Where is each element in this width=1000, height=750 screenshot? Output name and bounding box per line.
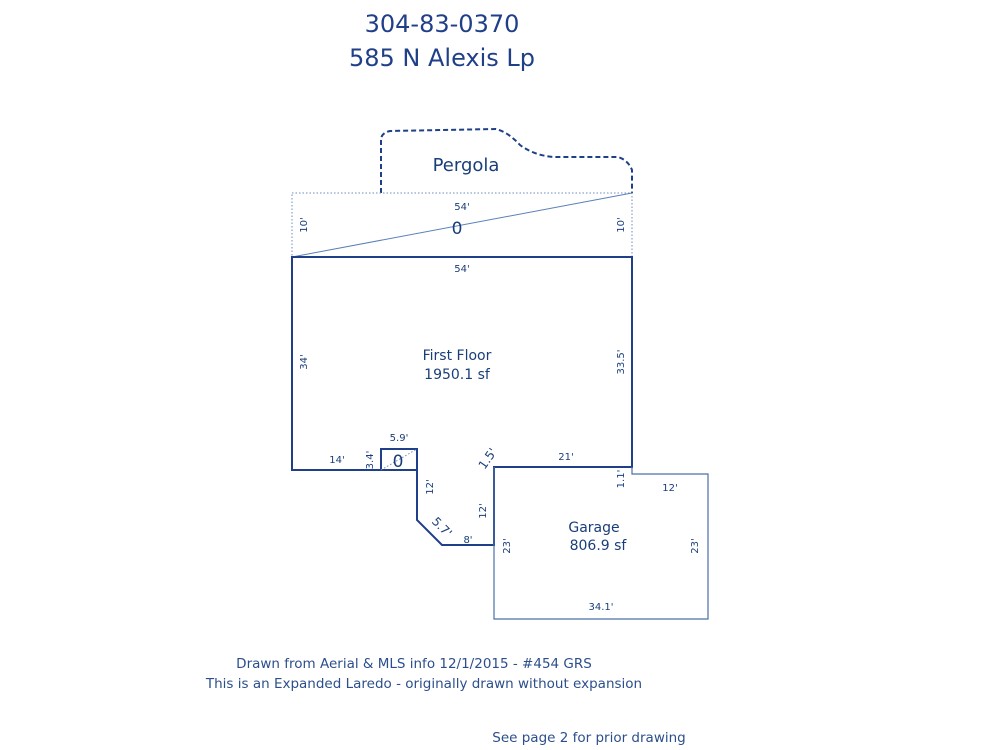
dim-jog-right: 12' (478, 503, 489, 518)
dim-garage-top-left: 21' (558, 452, 573, 463)
dim-jog-left: 12' (425, 479, 436, 494)
first-floor-name: First Floor (423, 348, 492, 364)
note-see-page: See page 2 for prior drawing (492, 730, 686, 746)
dim-patio-right: 10' (616, 217, 627, 232)
dim-garage-top-right: 12' (662, 483, 677, 494)
parcel-id: 304-83-0370 (365, 10, 520, 38)
dim-garage-right: 23' (690, 538, 701, 553)
patio-marker: 0 (452, 219, 463, 239)
dim-floor-right: 33.5' (616, 349, 627, 374)
patio-diagonal (291, 192, 633, 258)
dim-patio-left: 10' (299, 217, 310, 232)
dim-jog-bottom: 8' (463, 535, 472, 546)
dim-floor-left: 34' (299, 354, 310, 369)
note-drawn-from: Drawn from Aerial & MLS info 12/1/2015 -… (236, 656, 592, 672)
first-floor-outline (291, 256, 633, 546)
first-floor-area: 1950.1 sf (424, 367, 491, 383)
dim-garage-left: 23' (502, 538, 513, 553)
garage-area: 806.9 sf (570, 538, 628, 554)
garage-outline (493, 467, 709, 620)
dim-garage-notch: 1.1' (616, 470, 627, 489)
dim-porch-side: 3.4' (365, 451, 376, 470)
dim-garage-bottom: 34.1' (588, 602, 613, 613)
garage-name: Garage (568, 520, 619, 536)
pergola-label: Pergola (433, 155, 500, 176)
dim-floor-top: 54' (454, 264, 469, 275)
porch-marker: 0 (393, 452, 404, 472)
dim-floor-bottom-left: 14' (329, 455, 344, 466)
property-address: 585 N Alexis Lp (349, 44, 535, 72)
dim-porch-top: 5.9' (390, 433, 409, 444)
dim-patio-top: 54' (454, 202, 469, 213)
pergola-outline (380, 127, 633, 193)
porch-outline (380, 448, 418, 470)
note-expanded: This is an Expanded Laredo - originally … (205, 676, 642, 692)
